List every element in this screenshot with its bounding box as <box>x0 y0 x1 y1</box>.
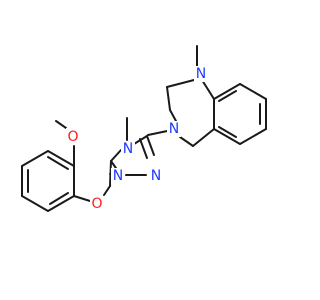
bond <box>110 149 122 162</box>
bond <box>192 128 215 147</box>
atom-label-o-ether: O <box>91 196 102 212</box>
bond <box>213 128 241 145</box>
label-backdrop <box>111 168 125 184</box>
bond <box>47 156 69 170</box>
bond <box>218 90 237 102</box>
label-backdrop <box>194 66 208 82</box>
label-backdrop <box>167 121 181 137</box>
atom-label-n-triazole-1: N <box>151 168 161 184</box>
bond <box>218 126 237 138</box>
bond <box>201 79 215 100</box>
atom-label-n-benzodiazepine-1: N <box>196 66 206 82</box>
atom-label-n-benzodiazepine-4: N <box>169 121 179 137</box>
bond <box>73 195 91 202</box>
bond <box>49 192 69 205</box>
atom-label-n-triazole-4: N <box>123 141 133 157</box>
bond <box>139 138 148 159</box>
bond <box>146 135 155 156</box>
bond <box>21 195 49 212</box>
bond <box>47 150 75 167</box>
label-backdrop <box>90 196 104 212</box>
atom-label-o-methoxy: O <box>67 129 78 145</box>
structure-drawing: N N N N N O O <box>21 45 267 212</box>
bond <box>239 83 267 100</box>
bond <box>213 83 241 100</box>
bond <box>166 86 171 111</box>
bond <box>109 160 112 187</box>
bond <box>21 150 49 167</box>
bond <box>55 120 67 129</box>
label-backdrop <box>149 168 163 184</box>
atom-label-layer: N N N N N O O <box>66 66 208 212</box>
bond <box>169 109 177 122</box>
bond <box>179 136 194 147</box>
bond <box>166 79 195 88</box>
bond <box>239 128 267 145</box>
label-backdrop <box>66 128 80 144</box>
atom-label-n-triazole-2: N <box>113 168 123 184</box>
bond <box>47 195 75 212</box>
bond <box>103 185 111 196</box>
molecule-diagram: N N N N N O O <box>21 45 267 212</box>
bond-layer <box>21 45 267 212</box>
label-backdrop <box>121 141 135 157</box>
